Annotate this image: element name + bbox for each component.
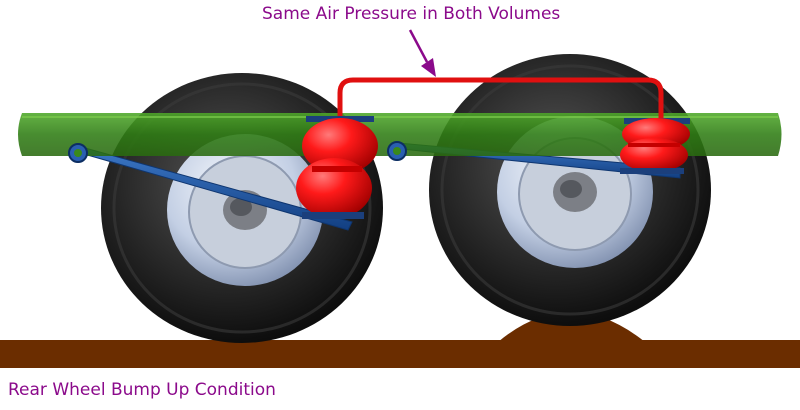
front-arm-pivot-hole <box>74 149 82 157</box>
frame-rail-body <box>18 113 782 156</box>
air-line-tube <box>337 77 664 122</box>
ground <box>0 312 800 368</box>
front-tire-tread-shade <box>112 82 372 334</box>
arrow-shaft <box>408 29 429 63</box>
front-hub-center <box>230 198 252 216</box>
rear-hub-center <box>560 180 582 198</box>
front-bag-lower-lobe <box>296 158 372 218</box>
front-air-bag <box>296 116 378 219</box>
front-bag-waist <box>312 166 362 172</box>
rear-wheel <box>429 54 711 326</box>
rear-bag-bottom-plate <box>620 168 684 174</box>
rear-air-bag <box>620 118 690 174</box>
front-bag-bottom-plate <box>302 212 364 219</box>
rear-arm-pivot-hole <box>393 147 401 155</box>
arrow-head <box>421 58 436 77</box>
rear-bag-waist <box>628 143 680 147</box>
air-line <box>337 77 664 122</box>
frame-rail <box>18 113 782 156</box>
bottom-caption-label: Rear Wheel Bump Up Condition <box>8 380 276 400</box>
top-annotation-label: Same Air Pressure in Both Volumes <box>262 4 561 24</box>
rear-tire-tread-shade <box>440 64 700 316</box>
arrow-pointer-icon <box>408 29 436 77</box>
pivots <box>68 141 407 163</box>
road-surface <box>0 340 800 368</box>
